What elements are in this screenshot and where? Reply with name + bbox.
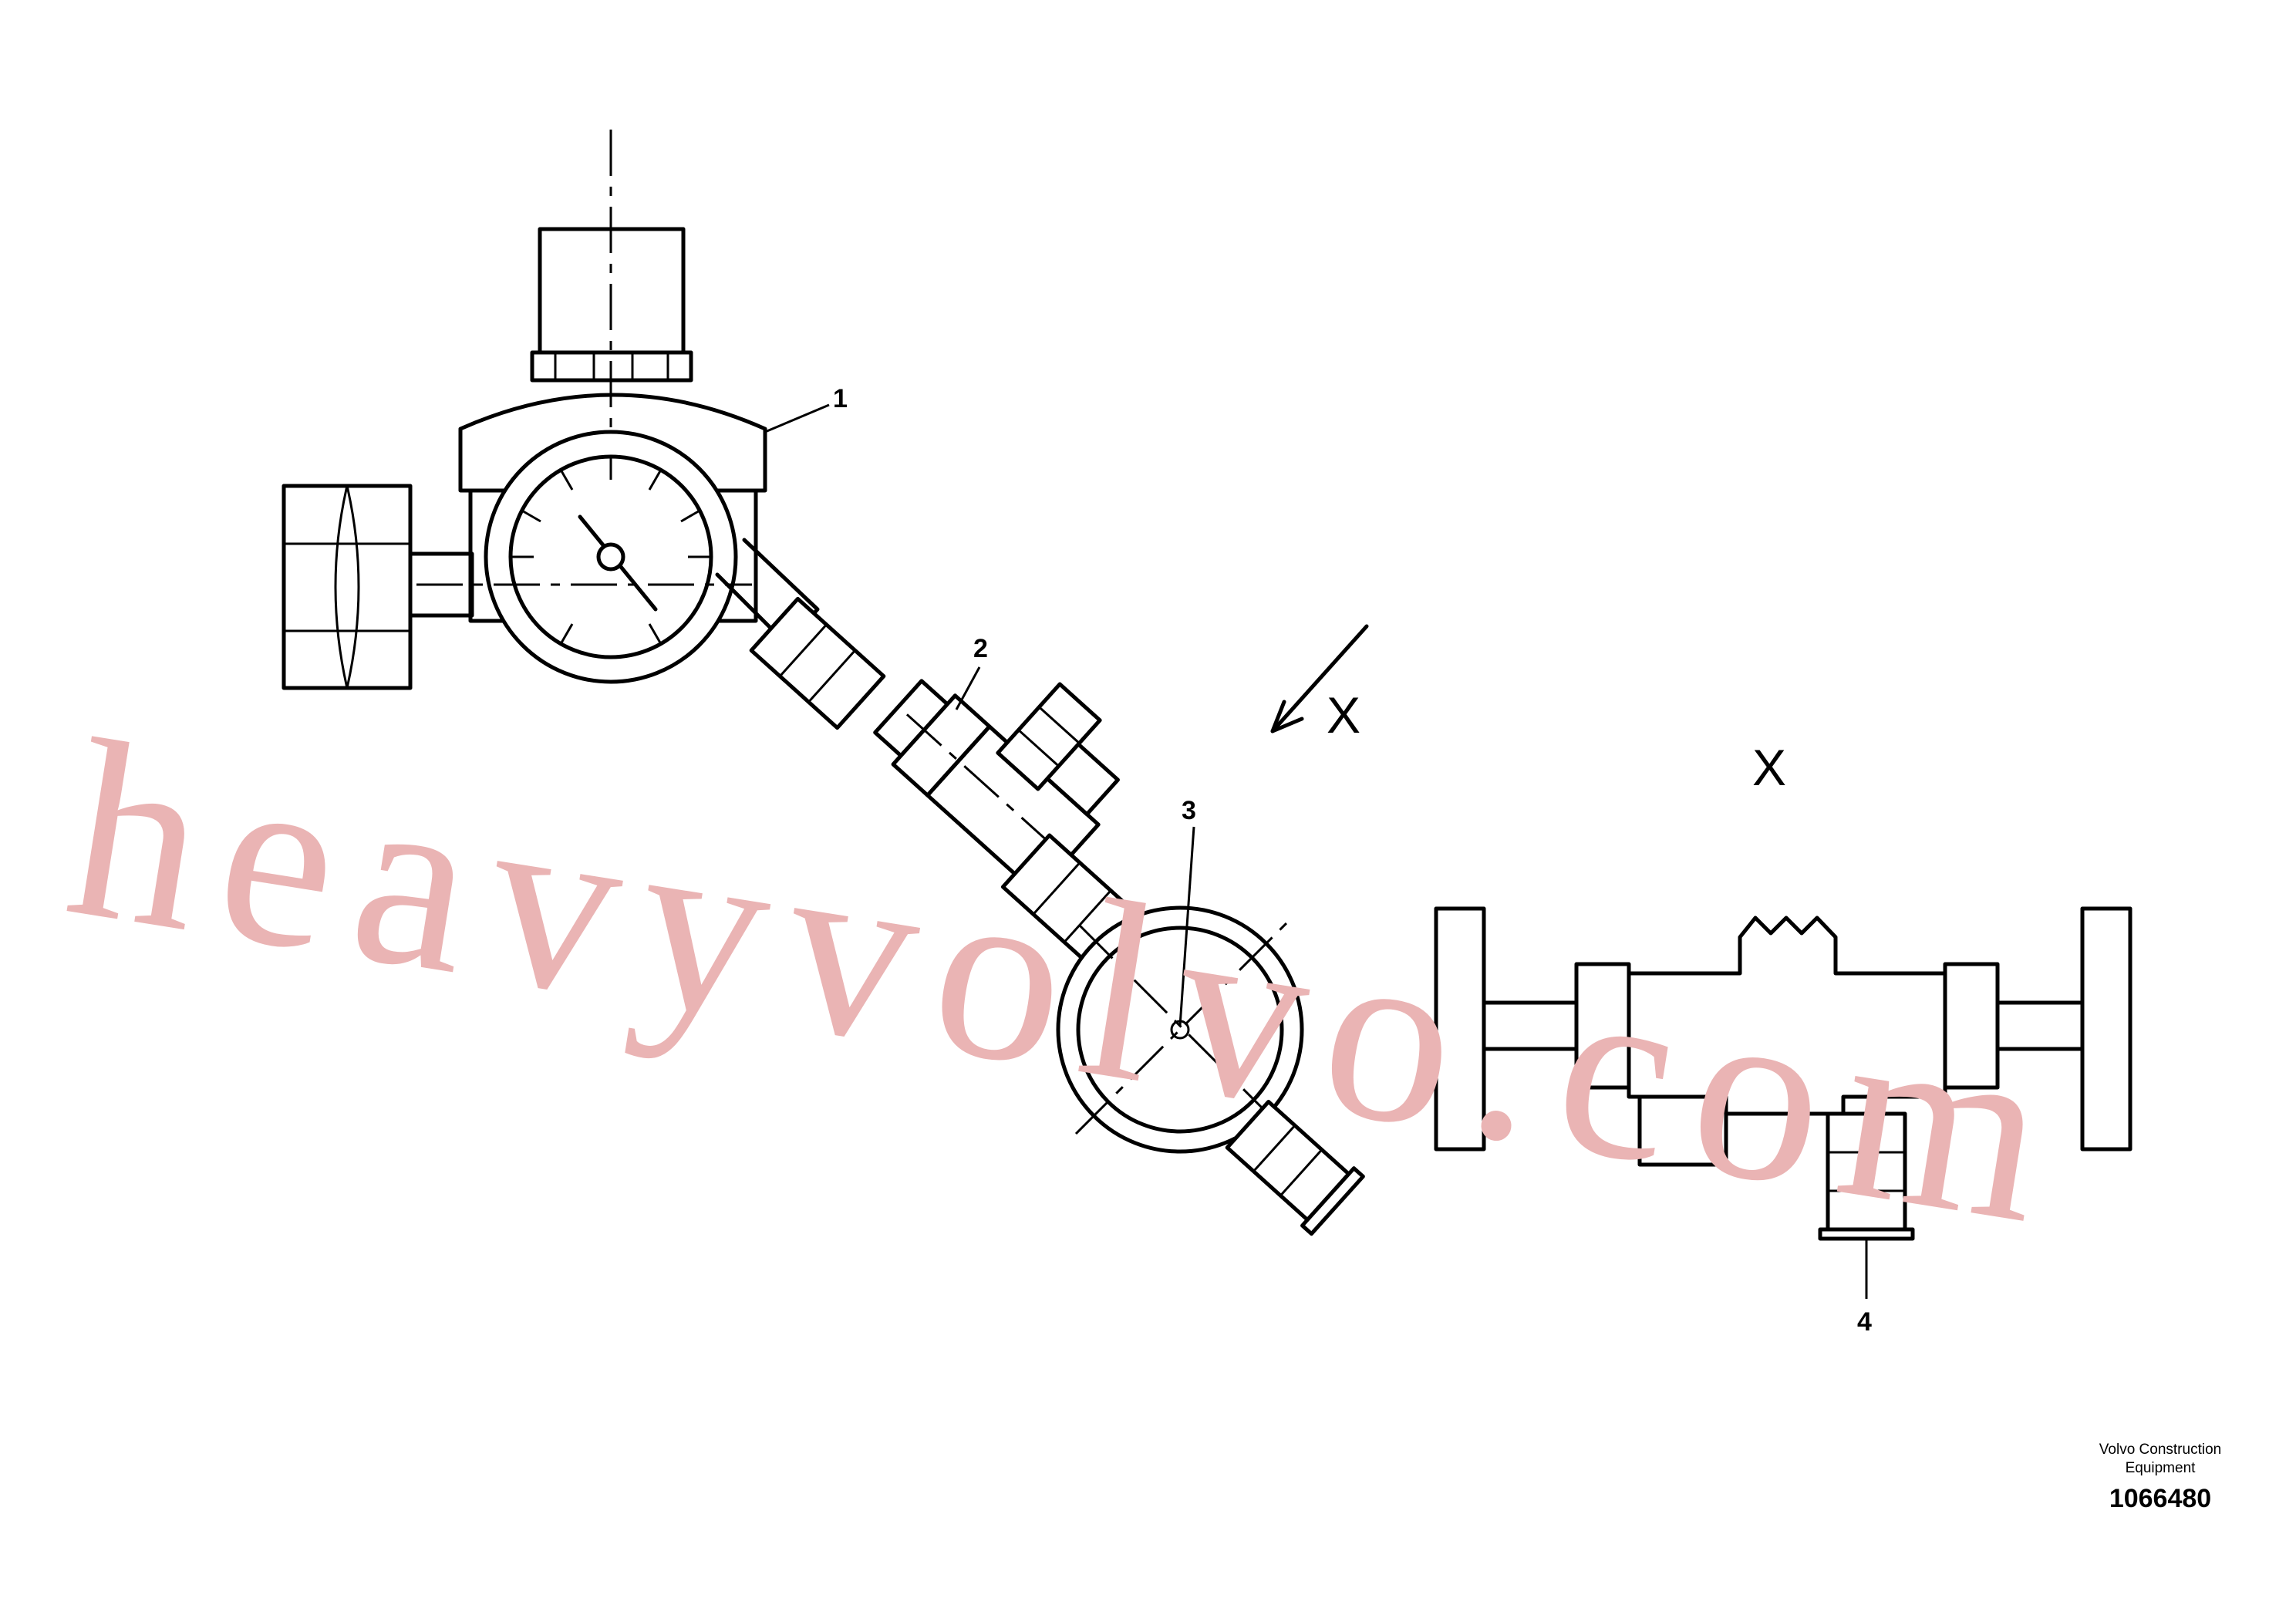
title-block: Volvo Construction Equipment 1066480: [2075, 1441, 2245, 1514]
company-name-line-2: Equipment: [2125, 1460, 2196, 1476]
detail-view-title-x: X: [1752, 739, 1786, 796]
company-name-line-1: Volvo Construction: [2099, 1442, 2222, 1458]
view-label-x: X: [1327, 686, 1360, 744]
detail-view-x: X 4: [1434, 739, 2132, 1337]
gauge-assembly-part-1: 1: [282, 130, 848, 690]
callout-2: 2: [973, 634, 988, 663]
view-arrow-x: X: [1270, 624, 1369, 744]
document-number: 1066480: [2109, 1484, 2212, 1513]
hose-assembly: 2: [715, 538, 1144, 972]
callout-3: 3: [1182, 796, 1196, 825]
gauge-part-3: 3: [1056, 796, 1365, 1236]
gauge-tick-marks: [511, 457, 711, 645]
callout-1: 1: [833, 384, 848, 413]
callout-4: 4: [1857, 1307, 1872, 1337]
